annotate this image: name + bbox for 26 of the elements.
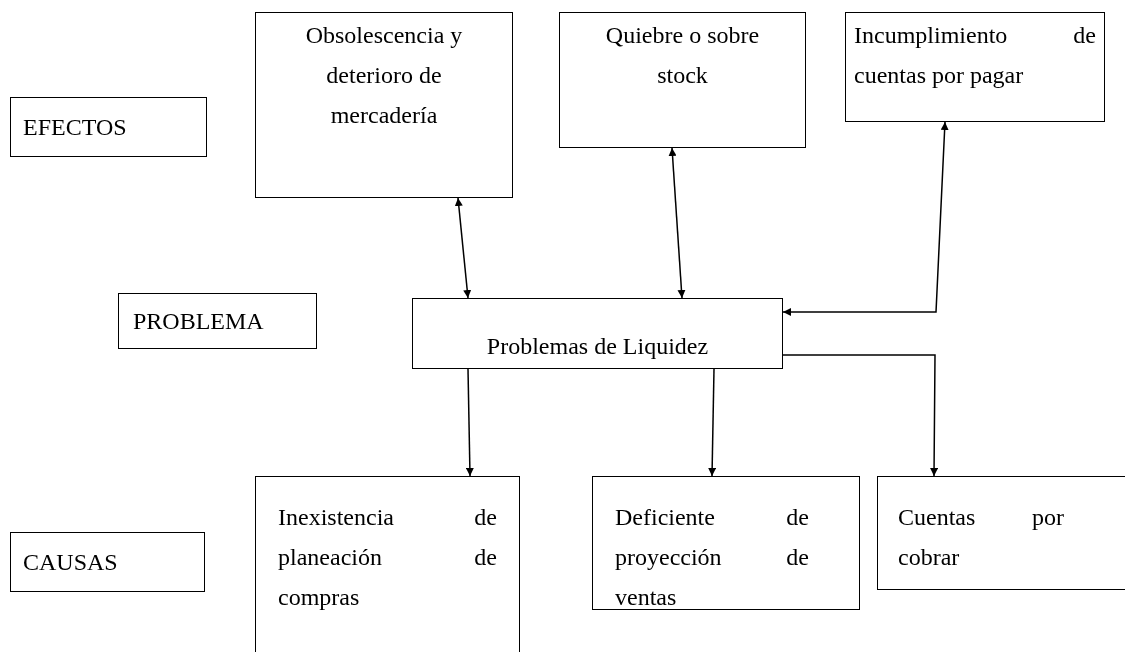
level-box — [845, 12, 1105, 122]
box-text: Problemas de Liquidez — [485, 332, 710, 361]
text-box — [412, 298, 783, 369]
arrow — [454, 197, 472, 299]
text-box — [559, 12, 806, 148]
box-text: Cuentas por cobrar — [898, 503, 1064, 572]
box-text: CAUSAS — [23, 548, 119, 577]
level-box — [10, 532, 205, 592]
text-box — [592, 476, 860, 610]
box-text: Deficiente de proyección de ventas — [615, 503, 809, 612]
arrow — [465, 368, 474, 477]
text-box — [255, 476, 520, 652]
level-box — [877, 476, 1125, 590]
arrow — [708, 368, 717, 477]
box-text: Quiebre o sobre stock — [604, 21, 761, 90]
box-text: Incumplimiento de cuentas por pagar — [854, 21, 1096, 90]
level-box — [10, 97, 207, 157]
box-text: EFECTOS — [23, 113, 128, 142]
arrow — [782, 354, 939, 477]
box-text: PROBLEMA — [133, 307, 265, 336]
text-box — [255, 12, 513, 198]
arrow — [668, 147, 686, 299]
box-text: Obsolescencia y deterioro de mercadería — [304, 21, 464, 130]
level-box — [118, 293, 317, 349]
arrow — [782, 121, 949, 316]
box-text: Inexistencia de planeación de compras — [278, 503, 497, 612]
